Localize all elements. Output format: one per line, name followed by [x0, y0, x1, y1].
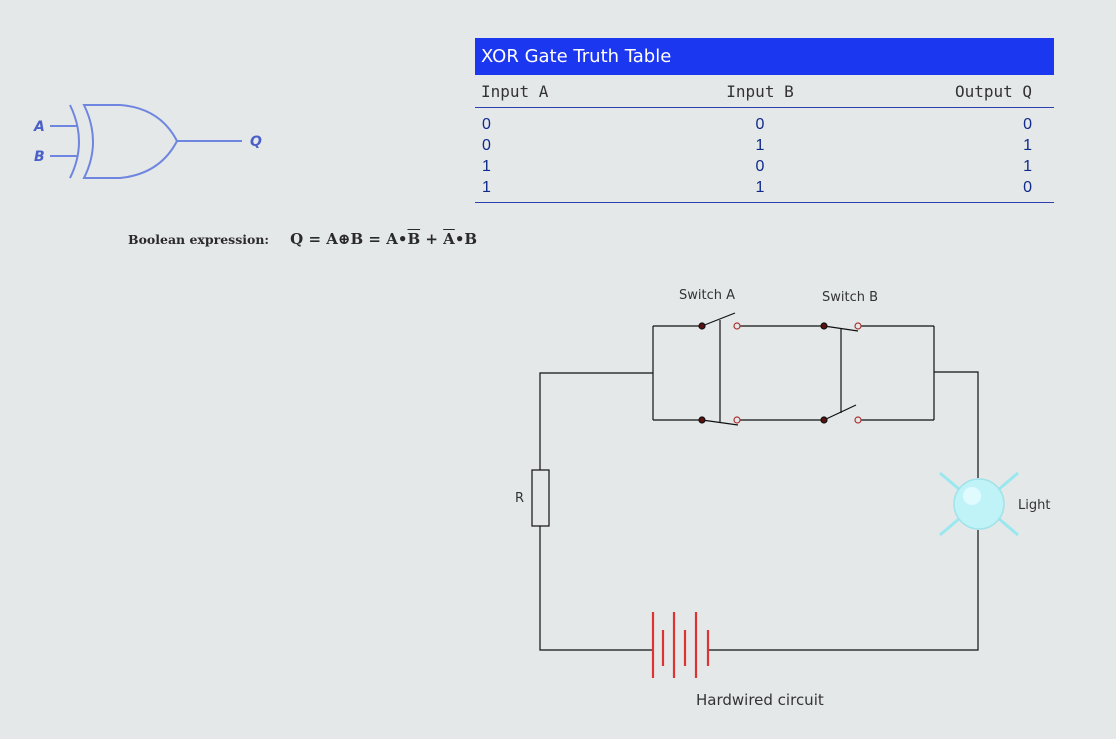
cell-input-a: 1: [482, 178, 491, 196]
formula-equals: =: [368, 230, 381, 248]
cell-input-b: 0: [755, 157, 765, 175]
battery-symbol: [651, 612, 710, 678]
table-row: 1 0 1: [475, 156, 1054, 177]
resistor-symbol: [531, 469, 550, 527]
cell-input-a: 0: [482, 136, 491, 154]
switch-a: [698, 312, 741, 426]
formula-b: B: [464, 230, 478, 248]
and-dot: •: [454, 230, 465, 248]
cell-output-q: 0: [1023, 115, 1032, 133]
cell-input-a: 0: [482, 115, 491, 133]
formula-q: Q: [290, 230, 304, 248]
truth-table-title: XOR Gate Truth Table: [475, 38, 1054, 75]
circuit-caption: Hardwired circuit: [696, 691, 824, 709]
header-input-b: Input B: [726, 81, 794, 101]
boolean-expression: Boolean expression: Q = A⊕B = A•B + A•B: [128, 229, 477, 248]
truth-table-body: 0 0 0 0 1 1 1 0 1 1 1 0: [475, 108, 1054, 203]
gate-input-b-label: B: [34, 149, 45, 165]
switch-b-label: Switch B: [822, 290, 878, 305]
switch-a-label: Switch A: [679, 288, 735, 303]
gate-output-q-label: Q: [250, 134, 262, 150]
cell-input-b: 0: [755, 115, 765, 133]
boolean-expression-label: Boolean expression:: [128, 232, 270, 247]
formula-b-not: B: [407, 230, 421, 248]
formula-a: A: [386, 230, 398, 248]
gate-input-a-label: A: [33, 119, 45, 135]
formula-plus: +: [425, 230, 438, 248]
xor-operator: ⊕: [337, 230, 351, 248]
table-row: 1 1 0: [475, 177, 1054, 198]
formula-a-not: A: [443, 230, 455, 248]
formula-equals: =: [308, 230, 322, 248]
switch-b: [820, 322, 862, 424]
and-dot: •: [397, 230, 408, 248]
cell-input-a: 1: [482, 157, 491, 175]
cell-output-q: 0: [1023, 178, 1032, 196]
boolean-formula: Q = A⊕B = A•B + A•B: [290, 230, 477, 248]
formula-a: A: [326, 230, 338, 248]
circuit-wires: [539, 325, 979, 651]
truth-table-header: Input A Input B Output Q: [475, 75, 1054, 108]
header-output-q: Output Q: [954, 81, 1032, 101]
header-input-a: Input A: [481, 81, 549, 101]
formula-b: B: [350, 230, 364, 248]
table-row: 0 1 1: [475, 135, 1054, 156]
truth-table: XOR Gate Truth Table Input A Input B Out…: [475, 38, 1054, 203]
resistor-label: R: [515, 491, 524, 506]
cell-input-b: 1: [755, 178, 765, 196]
light-bulb-icon: [939, 471, 1019, 537]
light-label: Light: [1018, 498, 1050, 513]
cell-output-q: 1: [1023, 157, 1032, 175]
xor-gate-symbol: A B Q: [33, 104, 262, 179]
table-row: 0 0 0: [475, 114, 1054, 135]
cell-output-q: 1: [1023, 136, 1032, 154]
cell-input-b: 1: [755, 136, 765, 154]
